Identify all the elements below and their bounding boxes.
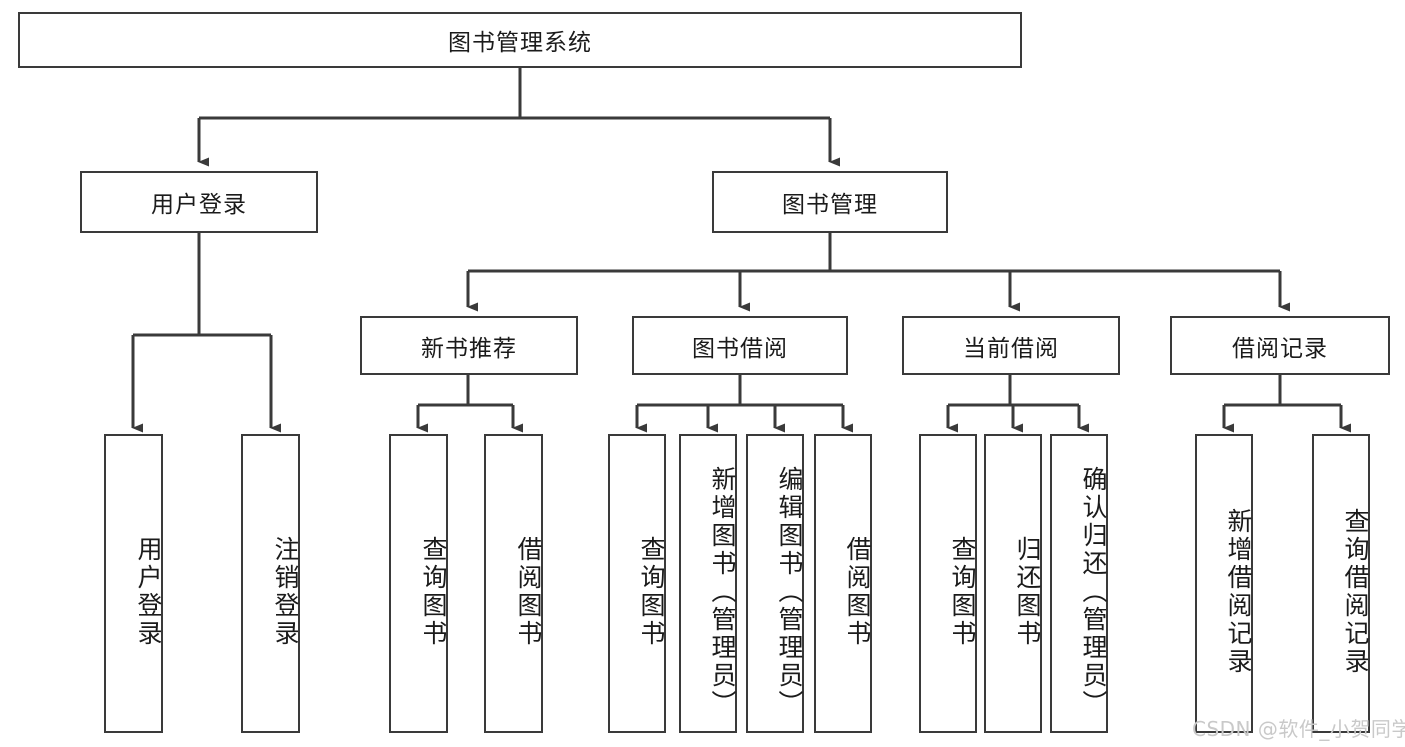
leaf-label: 用户登录 (134, 535, 163, 648)
leaf-current-confirm-return-admin[interactable]: 确认归还（管理员） (1050, 434, 1108, 733)
leaf-label: 查询图书 (419, 535, 448, 648)
leaf-label: 归还图书 (1013, 535, 1042, 648)
node-book-management-label: 图书管理 (782, 192, 878, 218)
node-user-login[interactable]: 用户登录 (80, 171, 318, 233)
leaf-label: 查询图书 (637, 535, 666, 648)
leaf-label: 借阅图书 (514, 535, 543, 648)
leaf-user-login-signin[interactable]: 用户登录 (104, 434, 163, 733)
leaf-label: 注销登录 (271, 535, 300, 648)
leaf-current-query-book[interactable]: 查询图书 (919, 434, 977, 733)
node-root-label: 图书管理系统 (448, 30, 592, 56)
node-user-login-label: 用户登录 (151, 192, 247, 218)
leaf-record-query-record[interactable]: 查询借阅记录 (1312, 434, 1370, 733)
leaf-label: 新增借阅记录 (1224, 507, 1253, 676)
leaf-current-return-book[interactable]: 归还图书 (984, 434, 1042, 733)
leaf-label: 确认归还（管理员） (1079, 465, 1108, 718)
leaf-label: 查询借阅记录 (1341, 507, 1370, 676)
csdn-watermark: CSDN @软件_小贺同学 (1192, 717, 1405, 741)
leaf-recommend-borrow-book[interactable]: 借阅图书 (484, 434, 543, 733)
leaf-label: 借阅图书 (843, 535, 872, 648)
leaf-borrow-edit-book-admin[interactable]: 编辑图书（管理员） (746, 434, 804, 733)
leaf-borrow-add-book-admin[interactable]: 新增图书（管理员） (679, 434, 737, 733)
node-current-borrow[interactable]: 当前借阅 (902, 316, 1120, 375)
leaf-label: 编辑图书（管理员） (775, 465, 804, 718)
node-root[interactable]: 图书管理系统 (18, 12, 1022, 68)
node-current-borrow-label: 当前借阅 (963, 335, 1059, 362)
node-borrow-record-label: 借阅记录 (1232, 335, 1328, 362)
leaf-recommend-query-book[interactable]: 查询图书 (389, 434, 448, 733)
node-new-book-recommend-label: 新书推荐 (421, 335, 517, 362)
leaf-label: 查询图书 (948, 535, 977, 648)
node-book-borrow[interactable]: 图书借阅 (632, 316, 848, 375)
node-book-management[interactable]: 图书管理 (712, 171, 948, 233)
leaf-borrow-borrow-book[interactable]: 借阅图书 (814, 434, 872, 733)
node-borrow-record[interactable]: 借阅记录 (1170, 316, 1390, 375)
leaf-user-login-signout[interactable]: 注销登录 (241, 434, 300, 733)
node-new-book-recommend[interactable]: 新书推荐 (360, 316, 578, 375)
node-book-borrow-label: 图书借阅 (692, 335, 788, 362)
leaf-label: 新增图书（管理员） (708, 465, 737, 718)
leaf-borrow-query-book[interactable]: 查询图书 (608, 434, 666, 733)
leaf-record-add-record[interactable]: 新增借阅记录 (1195, 434, 1253, 733)
